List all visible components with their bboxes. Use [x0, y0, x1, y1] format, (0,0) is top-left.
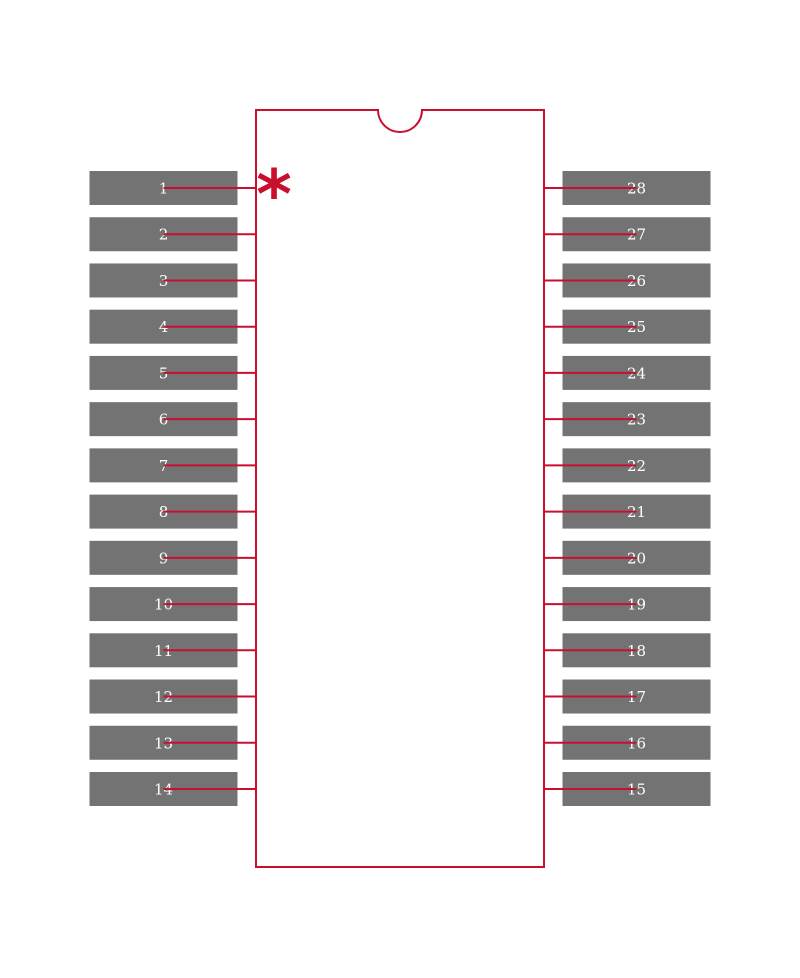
left-pad-column: 1234567891011121314 — [89, 171, 238, 806]
pin-1-marker: * — [256, 156, 292, 235]
body-outline-path — [255, 109, 545, 868]
lead-lines — [163, 187, 637, 790]
ic-body-outline — [255, 109, 545, 868]
